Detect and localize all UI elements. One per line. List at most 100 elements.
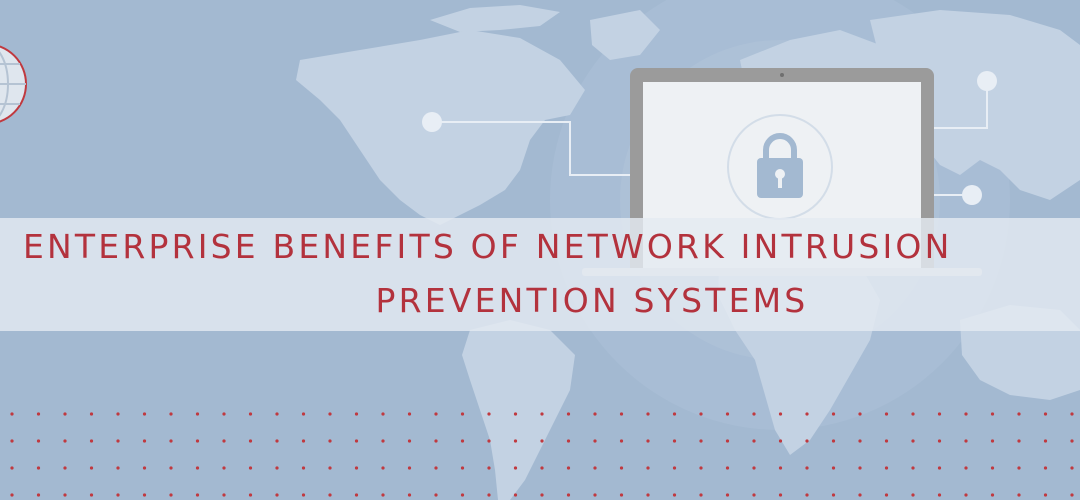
decorative-dot [89, 466, 94, 470]
decorative-dot [990, 412, 995, 416]
network-node-icon [422, 112, 442, 132]
decorative-dot [672, 412, 677, 416]
decorative-dot [672, 493, 677, 497]
decorative-dot [540, 439, 544, 443]
decorative-dot [778, 493, 783, 497]
decorative-dot [1070, 412, 1074, 416]
decorative-dot [937, 466, 942, 470]
decorative-dot [301, 493, 306, 497]
decorative-dot [460, 439, 465, 443]
decorative-dot [884, 493, 889, 497]
decorative-dot [460, 466, 465, 470]
decorative-dot [884, 412, 889, 416]
decorative-dot [1017, 466, 1021, 470]
decorative-dot [434, 466, 438, 470]
decorative-dot [381, 439, 385, 443]
decorative-dot [513, 493, 518, 497]
decorative-dot [752, 439, 756, 443]
decorative-dot [169, 439, 173, 443]
decorative-dot [964, 493, 968, 497]
decorative-dot [593, 412, 597, 416]
decorative-dot [1070, 439, 1074, 443]
title-line-2: PREVENTION SYSTEMS [375, 281, 809, 320]
decorative-dot [513, 466, 518, 470]
decorative-dot [593, 439, 597, 443]
decorative-dot [884, 439, 889, 443]
decorative-dot [858, 439, 862, 443]
decorative-dot [805, 466, 809, 470]
network-node-icon [977, 71, 997, 91]
decorative-dot [672, 466, 677, 470]
decorative-dot [858, 412, 862, 416]
decorative-dot [831, 466, 836, 470]
decorative-dot [222, 466, 226, 470]
decorative-dot [354, 439, 359, 443]
decorative-dot [434, 412, 438, 416]
decorative-dot [1043, 439, 1048, 443]
decorative-dot [275, 439, 279, 443]
decorative-dot [1017, 412, 1021, 416]
decorative-dot [725, 412, 730, 416]
decorative-dot [195, 466, 200, 470]
decorative-dot [778, 412, 783, 416]
decorative-dot [1017, 439, 1021, 443]
decorative-dot [169, 466, 173, 470]
decorative-dot [619, 412, 624, 416]
decorative-dot [381, 466, 385, 470]
decorative-dot [990, 493, 995, 497]
decorative-dot [805, 439, 809, 443]
decorative-dot [89, 439, 94, 443]
decorative-dot [540, 493, 544, 497]
decorative-dot [63, 466, 67, 470]
decorative-dot [407, 412, 412, 416]
decorative-dot [778, 466, 783, 470]
decorative-dot [407, 439, 412, 443]
decorative-dot [487, 466, 491, 470]
decorative-dot [381, 412, 385, 416]
decorative-dot [195, 412, 200, 416]
decorative-dot [248, 493, 253, 497]
decorative-dot [1043, 493, 1048, 497]
decorative-dot [540, 412, 544, 416]
decorative-dot [752, 412, 756, 416]
decorative-dot [248, 439, 253, 443]
decorative-dot [911, 466, 915, 470]
decorative-dot [831, 439, 836, 443]
decorative-dot [805, 493, 809, 497]
decorative-dot [699, 439, 703, 443]
decorative-dot [116, 439, 120, 443]
decorative-dot [619, 493, 624, 497]
decorative-dot [248, 466, 253, 470]
decorative-dot [142, 439, 147, 443]
decorative-dot [63, 412, 67, 416]
decorative-dot [116, 493, 120, 497]
decorative-dot [964, 466, 968, 470]
decorative-dot [10, 439, 14, 443]
decorative-dot [725, 439, 730, 443]
decorative-dot [301, 439, 306, 443]
decorative-dot [10, 493, 14, 497]
decorative-dot [593, 493, 597, 497]
decorative-dot [990, 439, 995, 443]
decorative-dot [487, 412, 491, 416]
decorative-dot [36, 412, 41, 416]
decorative-dot [646, 466, 650, 470]
decorative-dot [858, 466, 862, 470]
title-line-1: ENTERPRISE BENEFITS OF NETWORK INTRUSION [23, 227, 953, 266]
decorative-dot [1043, 412, 1048, 416]
decorative-dot [858, 493, 862, 497]
decorative-dot [805, 412, 809, 416]
decorative-dot [275, 466, 279, 470]
decorative-dot [328, 412, 332, 416]
decorative-dot [566, 439, 571, 443]
decorative-dot [752, 493, 756, 497]
decorative-dot [10, 412, 14, 416]
decorative-dot [831, 412, 836, 416]
decorative-dot [725, 466, 730, 470]
decorative-dot [407, 466, 412, 470]
title-band [0, 218, 1080, 331]
decorative-dot [36, 493, 41, 497]
decorative-dot [487, 493, 491, 497]
decorative-dot [222, 493, 226, 497]
